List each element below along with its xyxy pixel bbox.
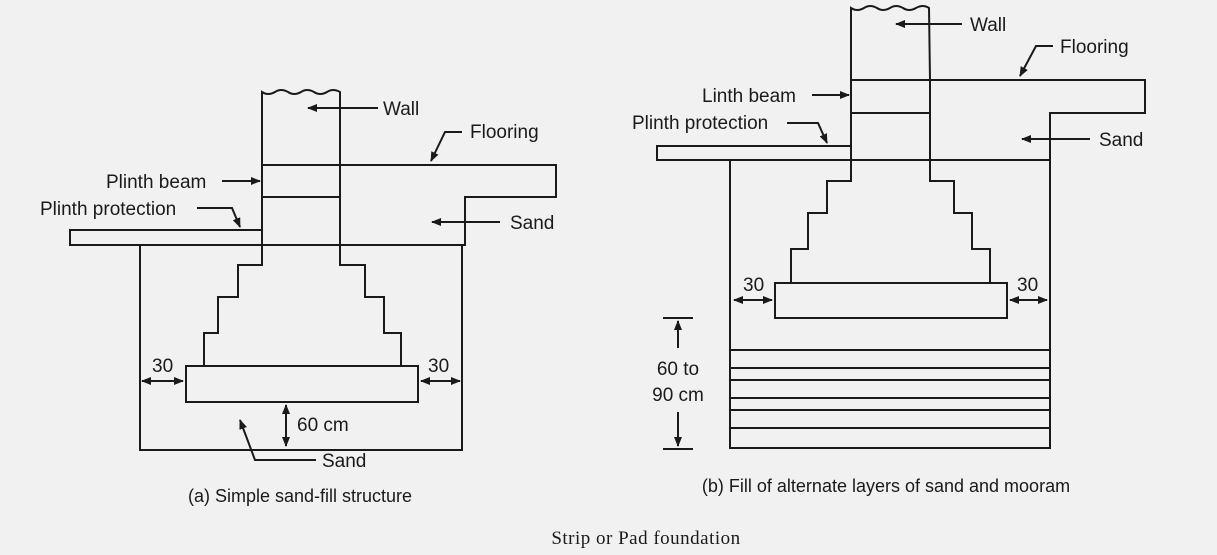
figure-title: Strip or Pad foundation — [551, 528, 740, 549]
label-linth-beam: Linth beam — [702, 86, 796, 107]
plinth-protection-slab — [69, 229, 263, 246]
mooram-layer-3 — [729, 409, 1051, 429]
label-offset-left: 30 — [152, 356, 173, 377]
label-depth-line1: 60 to — [657, 359, 699, 380]
trench-sand-fill — [729, 159, 1051, 351]
label-wall: Wall — [383, 99, 419, 120]
stepped-masonry-footing — [203, 196, 402, 367]
sand-layer-1 — [729, 367, 1051, 381]
caption-a: (a) Simple sand-fill structure — [188, 486, 412, 506]
label-plinth-protection: Plinth protection — [632, 113, 768, 134]
sand-layer-3 — [729, 427, 1051, 449]
label-flooring: Flooring — [1060, 37, 1129, 58]
sand-lower-leader — [239, 419, 316, 461]
diagram-a: Wall Flooring Plinth beam Plinth protect… — [40, 89, 557, 506]
wall — [850, 5, 932, 81]
plinth-beam — [261, 164, 341, 198]
label-offset-left: 30 — [743, 275, 764, 296]
label-plinth-protection: Plinth protection — [40, 199, 176, 220]
stepped-masonry-footing — [790, 112, 991, 284]
caption-b: (b) Fill of alternate layers of sand and… — [702, 476, 1070, 496]
plinth-protection-leader — [197, 207, 241, 228]
plinth-protection-leader — [787, 122, 828, 144]
linth-beam — [850, 79, 931, 114]
label-flooring: Flooring — [470, 122, 539, 143]
label-depth-line2: 90 cm — [652, 385, 704, 406]
label-sand: Sand — [1099, 130, 1143, 151]
concrete-footing — [185, 365, 419, 403]
plinth-protection-slab — [656, 145, 852, 161]
concrete-footing — [774, 282, 1008, 319]
mooram-layer-2 — [729, 379, 1051, 399]
label-sand-upper: Sand — [510, 213, 554, 234]
wall — [261, 89, 341, 166]
label-offset-right: 30 — [428, 356, 449, 377]
trench-sand-fill — [139, 244, 463, 451]
sand-layer-2 — [729, 397, 1051, 411]
label-plinth-beam: Plinth beam — [106, 172, 206, 193]
flooring-leader — [430, 131, 462, 162]
label-depth: 60 cm — [297, 415, 349, 436]
label-offset-right: 30 — [1017, 275, 1038, 296]
flooring-leader — [1019, 45, 1053, 77]
diagram-b: Wall Flooring Linth beam Plinth protecti… — [632, 5, 1146, 496]
mooram-layer-1 — [729, 349, 1051, 369]
label-sand-lower: Sand — [322, 451, 366, 472]
label-wall: Wall — [970, 15, 1006, 36]
